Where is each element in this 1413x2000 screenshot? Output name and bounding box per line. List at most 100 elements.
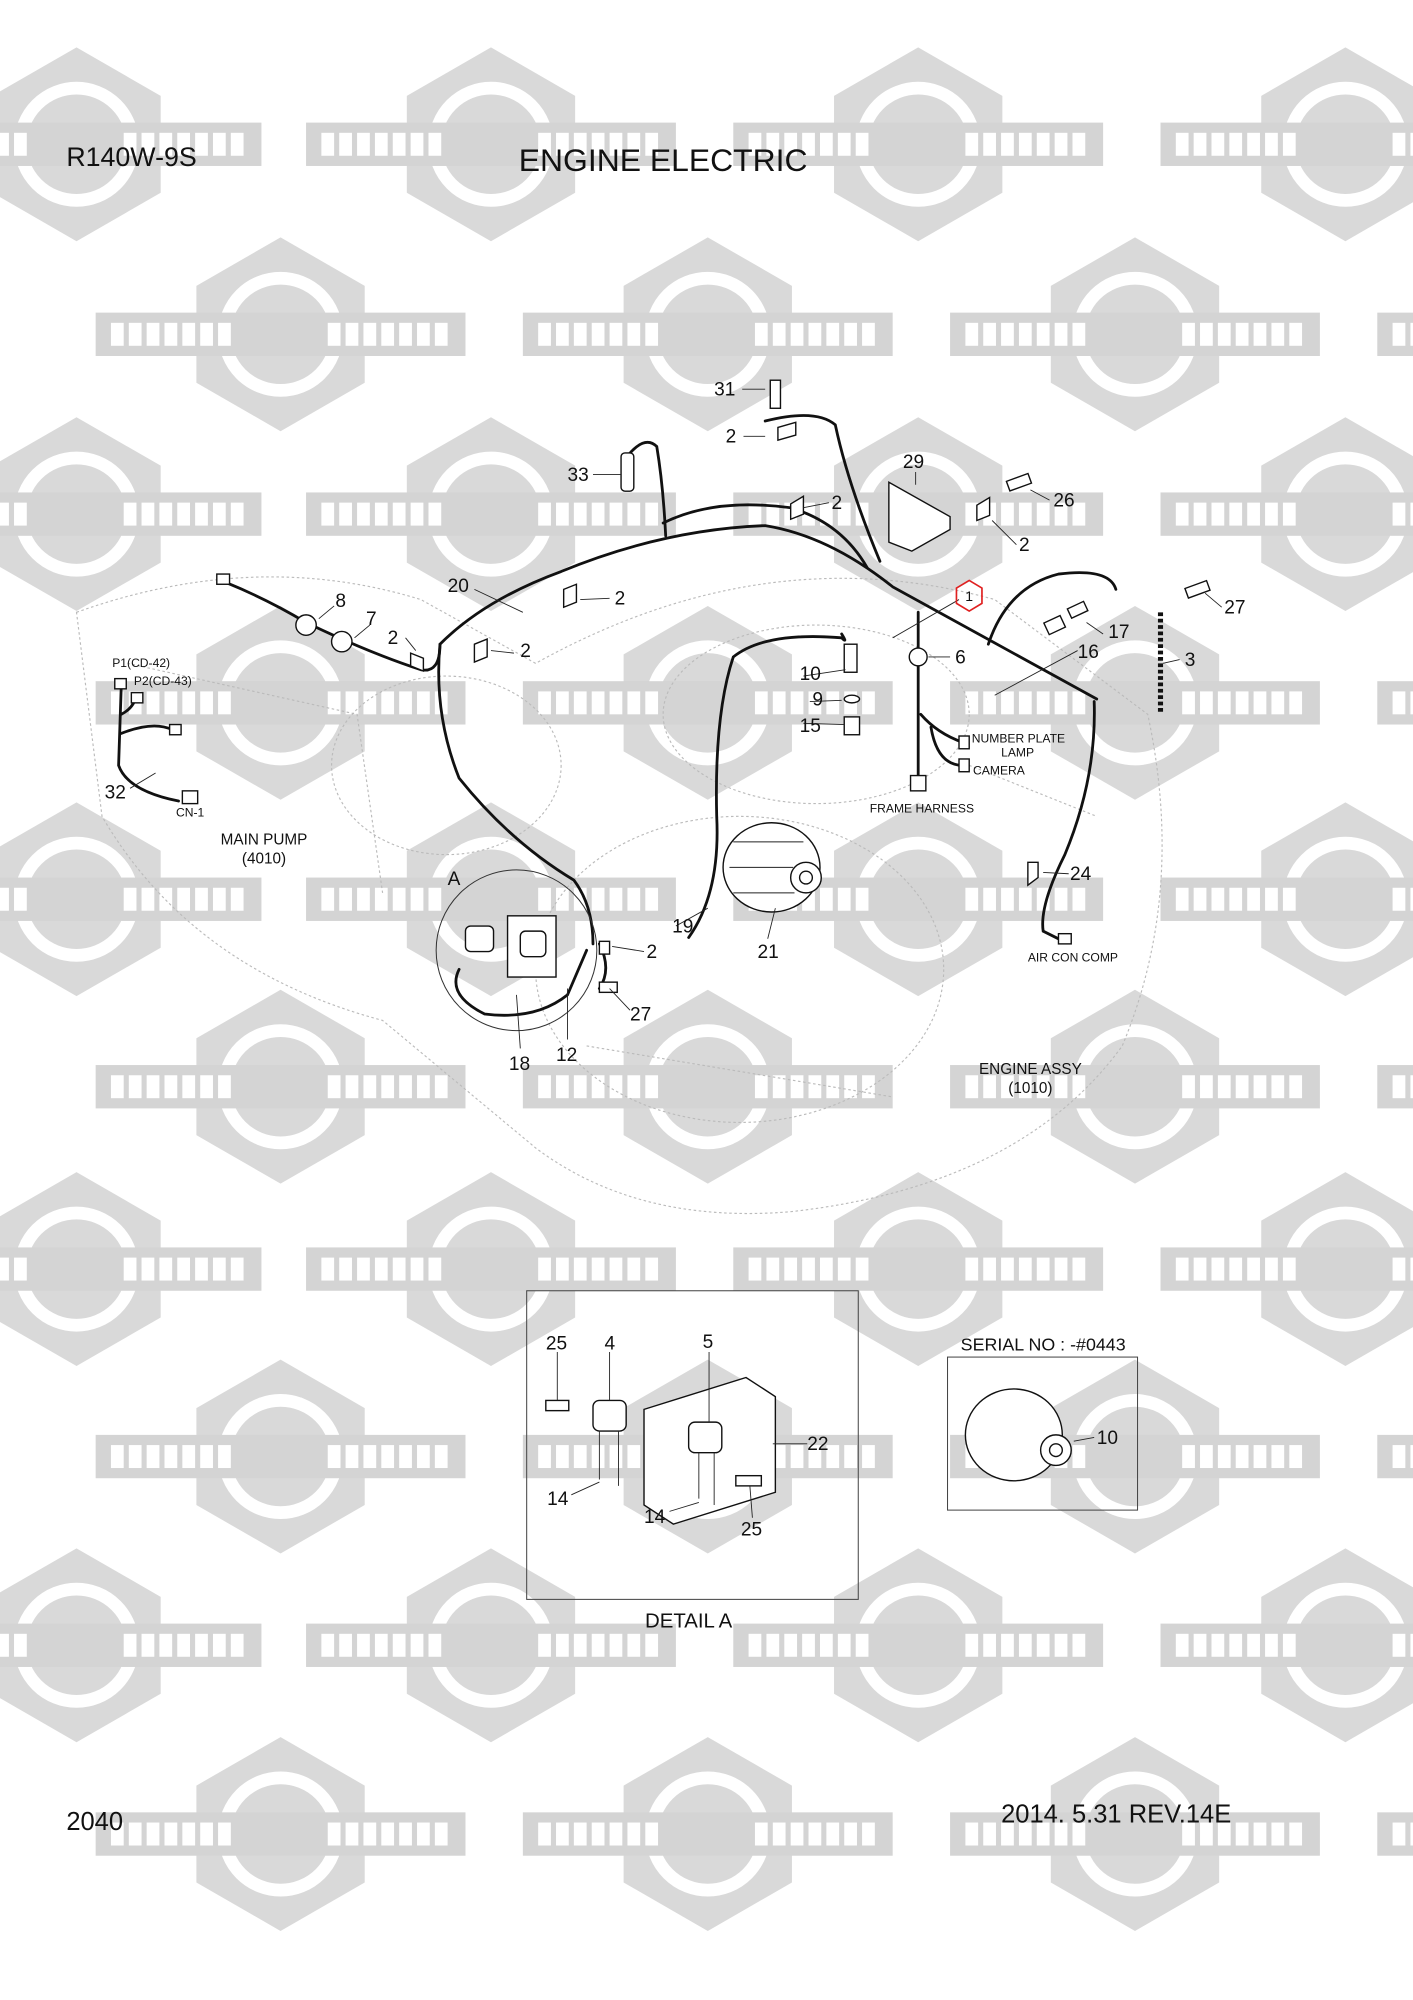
- watermark-tile: [522, 989, 893, 1184]
- watermark-tile: [1377, 1812, 1413, 1856]
- page-number: 2040: [66, 1808, 123, 1836]
- label-lamp: LAMP: [1001, 745, 1034, 759]
- clip-icon: [789, 495, 805, 521]
- watermark-tile: [95, 989, 466, 1184]
- callout: 14: [547, 1489, 569, 1510]
- bracket-plate: [888, 481, 951, 552]
- date-revision: 2014. 5.31 REV.14E: [1001, 1801, 1231, 1829]
- callout: 1: [965, 588, 973, 604]
- callout: 2: [831, 493, 842, 514]
- detail-a-title: DETAIL A: [645, 1610, 733, 1632]
- connector-icon: [216, 573, 231, 585]
- label-cn1: CN-1: [176, 805, 205, 819]
- plug-icon: [843, 716, 861, 736]
- callout: 2: [388, 628, 399, 649]
- connector-icon: [114, 677, 127, 690]
- sensor-icon: [843, 643, 858, 673]
- callout: 7: [366, 609, 377, 630]
- highlight-hexagon: [955, 579, 983, 613]
- watermark-tile: [1160, 47, 1413, 242]
- watermark-tile: [306, 802, 676, 997]
- bolt-icon: [1184, 579, 1211, 599]
- watermark-tile: [1377, 1065, 1413, 1109]
- callout: 8: [335, 591, 346, 612]
- watermark-tile: [522, 237, 893, 432]
- watermark-tile: [306, 47, 676, 242]
- callout: 29: [903, 452, 924, 473]
- relay-icon: [592, 1399, 627, 1432]
- detail-a-panel: 25 4 5 22 14 14 25 DETAIL A: [526, 1290, 859, 1632]
- clip-icon: [562, 583, 578, 609]
- callout: 10: [800, 664, 821, 685]
- bolt-icon: [735, 1474, 763, 1487]
- watermark-tile: [1160, 1548, 1413, 1743]
- connector-icon: [181, 790, 199, 805]
- clamp-icon: [330, 630, 353, 653]
- connector-icon: [1057, 932, 1072, 945]
- bolt-icon: [598, 981, 618, 994]
- callout: 21: [758, 942, 779, 963]
- watermark-tile: [733, 1172, 1104, 1367]
- callout: 10: [1097, 1428, 1118, 1449]
- bolt-icon: [545, 1399, 570, 1412]
- watermark-tile: [95, 1737, 466, 1931]
- watermark-tile: [950, 989, 1320, 1184]
- grommet-icon: [620, 452, 635, 492]
- callout: 24: [1070, 864, 1092, 885]
- label-p1: P1(CD-42): [112, 656, 170, 670]
- leader-lines: [129, 388, 1222, 1049]
- callout: 16: [1078, 642, 1099, 663]
- watermark-tile: [1160, 802, 1413, 997]
- callout: A: [448, 869, 461, 890]
- page-title: ENGINE ELECTRIC: [519, 142, 808, 178]
- watermark-tile: [95, 605, 466, 800]
- alternator: [722, 822, 822, 913]
- callout: 27: [1224, 598, 1245, 619]
- callout: 12: [556, 1045, 577, 1066]
- watermark-tile: [733, 802, 1104, 997]
- watermark-tile: [95, 237, 466, 432]
- watermark-tile: [950, 1737, 1320, 1931]
- label-main-pump: MAIN PUMP: [221, 831, 308, 848]
- model-name: R140W-9S: [66, 142, 196, 172]
- callout: 6: [955, 647, 966, 668]
- parts: [114, 379, 1211, 1032]
- callout: 33: [567, 465, 588, 486]
- clamp-icon: [295, 614, 317, 636]
- callout: 2: [726, 427, 737, 448]
- callout: 17: [1108, 622, 1129, 643]
- watermark-tile: [522, 1737, 893, 1931]
- callout: 32: [105, 783, 126, 804]
- watermark-tile: [733, 47, 1104, 242]
- bracket-icon: [1027, 861, 1039, 887]
- label-air-con: AIR CON COMP: [1028, 951, 1118, 965]
- watermark-tile: [0, 1548, 262, 1743]
- callout: 22: [807, 1434, 828, 1455]
- callouts: 31 2 33 29 26 2 2 1 27 20 2 8 7 2 2 17 1…: [105, 380, 1246, 1076]
- watermark-tile: [306, 1172, 676, 1367]
- callout: 19: [672, 916, 693, 937]
- callout: 18: [509, 1054, 530, 1075]
- label-camera: CAMERA: [973, 763, 1026, 777]
- clip-icon: [777, 421, 797, 442]
- clip-icon: [976, 496, 991, 522]
- watermark-tile: [1377, 681, 1413, 725]
- watermark-tile: [0, 47, 262, 242]
- o-ring-icon: [843, 694, 861, 704]
- callout: 2: [1019, 535, 1030, 556]
- label-main-pump-code: (4010): [242, 851, 286, 868]
- callout: 27: [630, 1004, 651, 1025]
- callout: 14: [644, 1507, 666, 1528]
- callout: 9: [812, 689, 823, 710]
- watermark-tile: [0, 417, 262, 612]
- clamp-icon: [908, 647, 928, 667]
- callout: 20: [448, 576, 469, 597]
- watermark-tile: [0, 1172, 262, 1367]
- fitting-icon: [1066, 600, 1089, 620]
- annotations: P1(CD-42) P2(CD-43) CN-1 MAIN PUMP (4010…: [112, 656, 1118, 1097]
- connector-icon: [909, 774, 927, 792]
- connector-icon: [958, 758, 970, 773]
- callout: 2: [520, 641, 531, 662]
- callout: 4: [604, 1333, 615, 1354]
